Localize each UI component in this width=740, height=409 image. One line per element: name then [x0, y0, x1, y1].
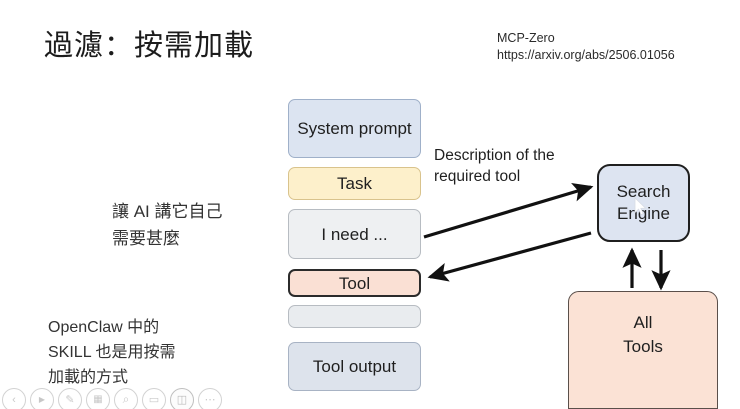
node-search-engine-line1: Search — [616, 182, 671, 201]
presenter-view-icon[interactable]: ◫ — [170, 387, 194, 409]
subtitles-icon[interactable]: ▭ — [142, 387, 166, 409]
pen-tool-icon[interactable]: ✎ — [58, 387, 82, 409]
citation-name: MCP-Zero — [497, 31, 555, 45]
annotation-skill-note: OpenClaw 中的 SKILL 也是用按需 加載的方式 — [48, 315, 175, 390]
annotation-skill-note-line1: OpenClaw 中的 — [48, 319, 160, 336]
more-options-icon[interactable]: ⋯ — [198, 387, 222, 409]
page-title: 過濾：按需加載 — [44, 30, 255, 62]
edge-label-description-line2: required tool — [434, 168, 521, 185]
context-box-system-prompt-line2: prompt — [358, 119, 412, 138]
mouse-cursor-icon — [634, 197, 647, 216]
context-box-system-prompt-line1: System — [297, 119, 355, 138]
node-all-tools-line1: All — [633, 313, 653, 332]
context-box-task: Task — [288, 167, 421, 200]
annotation-ai-note-line1: 讓 AI 講它自己 — [112, 202, 223, 221]
node-all-tools: All Tools — [568, 291, 718, 409]
edge-label-description: Description of the required tool — [434, 145, 555, 187]
annotation-ai-note-line2: 需要甚麼 — [112, 229, 180, 248]
node-all-tools-line2: Tools — [623, 337, 663, 356]
grid-view-icon[interactable]: ▦ — [86, 387, 110, 409]
node-search-engine: Search Engine — [597, 164, 690, 242]
annotation-ai-note: 讓 AI 講它自己 需要甚麼 — [112, 198, 223, 252]
annotation-skill-note-line2: SKILL 也是用按需 — [48, 344, 176, 361]
context-box-i-need: I need ... — [288, 209, 421, 259]
context-box-tool: Tool — [288, 269, 421, 297]
arrow-search-to-tool — [427, 231, 592, 282]
citation-block: MCP-Zero https://arxiv.org/abs/2506.0105… — [497, 30, 675, 64]
arrow-request-to-search — [423, 182, 594, 239]
context-box-system-prompt: System prompt — [288, 99, 421, 158]
annotation-skill-note-line3: 加載的方式 — [48, 369, 129, 386]
context-box-empty — [288, 305, 421, 328]
zoom-tool-icon[interactable]: ⌕ — [114, 387, 138, 409]
context-box-tool-output: Tool output — [288, 342, 421, 391]
presentation-toolbar[interactable]: ‹ ▶ ✎ ▦ ⌕ ▭ ◫ ⋯ — [0, 387, 234, 409]
previous-slide-icon[interactable]: ‹ — [2, 387, 26, 409]
edge-label-description-line1: Description of the — [434, 147, 555, 164]
play-slide-icon[interactable]: ▶ — [30, 387, 54, 409]
citation-url: https://arxiv.org/abs/2506.01056 — [497, 48, 675, 62]
